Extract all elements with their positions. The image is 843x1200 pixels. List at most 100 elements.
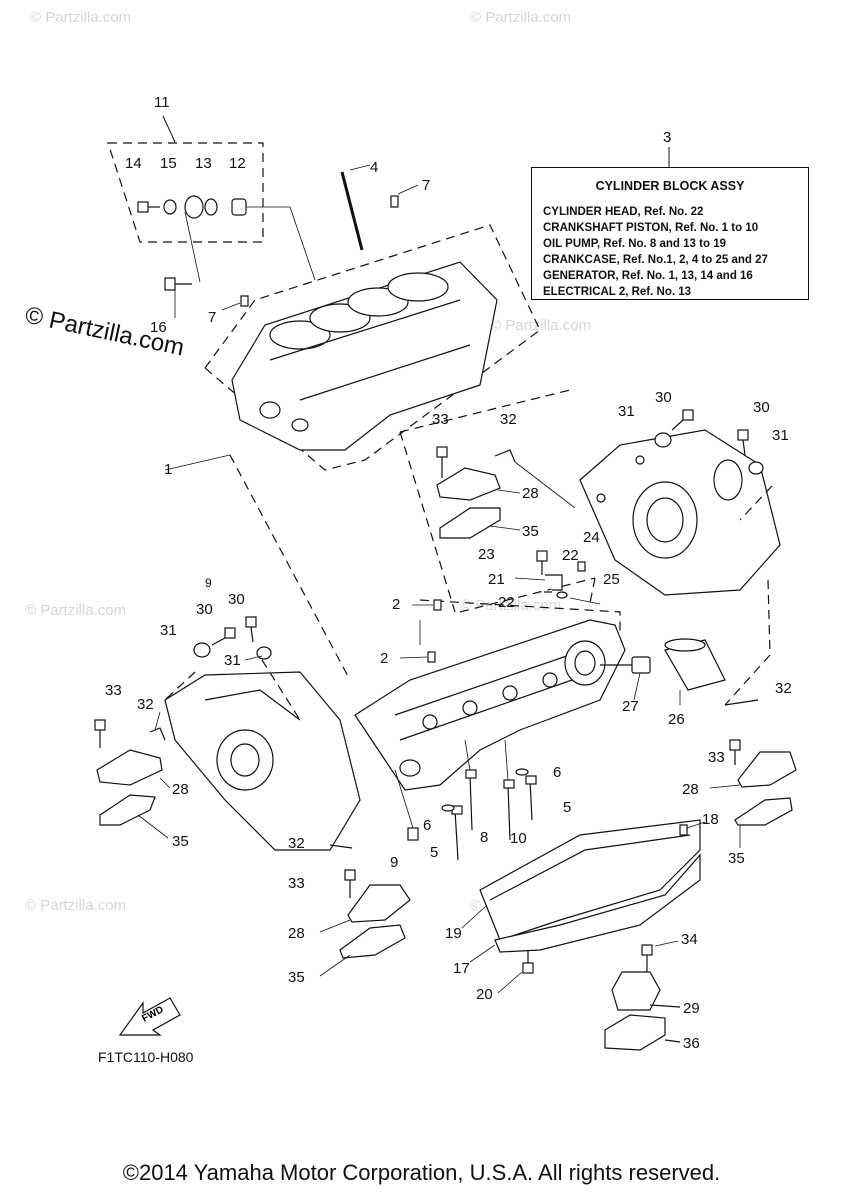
callout-label: 30 <box>228 591 245 608</box>
callout-label: 15 <box>160 155 177 172</box>
callout-label: 18 <box>702 811 719 828</box>
callout-label: 20 <box>476 986 493 1003</box>
lower-right-mount-group <box>709 699 797 848</box>
callout-label: 31 <box>160 622 177 639</box>
callout-label: 5 <box>563 799 571 816</box>
callout-label: 32 <box>500 411 517 428</box>
callout-label: 9 <box>390 854 398 871</box>
o-ring-part <box>204 198 218 216</box>
callout-label: 32 <box>288 835 305 852</box>
diagram-code: F1TC110-H080 <box>98 1049 194 1065</box>
fwd-arrow-icon: FWD <box>118 997 181 1036</box>
callout-label: 16 <box>150 319 167 336</box>
callout-label: 19 <box>445 925 462 942</box>
callout-label: 8 <box>480 829 488 846</box>
callout-label: 35 <box>288 969 305 986</box>
callout-label: 11 <box>154 94 170 111</box>
watermark: © Partzilla.com <box>470 9 571 26</box>
dowel-pin-part <box>240 295 249 307</box>
callout-label: 7 <box>422 177 430 194</box>
callout-label: 32 <box>137 696 154 713</box>
oil-pipe-group <box>514 550 601 605</box>
callout-label: 32 <box>775 680 792 697</box>
callout-label: 31 <box>618 403 635 420</box>
callout-label: 31 <box>224 652 241 669</box>
callout-label: 23 <box>478 546 495 563</box>
dowel-pin-part <box>390 195 399 208</box>
callout-label: 33 <box>288 875 305 892</box>
callout-label: 30 <box>196 601 213 618</box>
assy-line: OIL PUMP, Ref. No. 8 and 13 to 19 <box>543 238 726 250</box>
callout-label: 1 <box>164 461 172 478</box>
callout-label: 28 <box>288 925 305 942</box>
callout-label: 6 <box>553 764 561 781</box>
watermark: © Partzilla.com <box>490 317 591 334</box>
watermark: © Partzilla.com <box>25 602 126 619</box>
callout-label: 34 <box>681 931 698 948</box>
callout-label: 25 <box>603 571 620 588</box>
oil-pan-part <box>479 819 706 974</box>
copyright-notice: ©2014 Yamaha Motor Corporation, U.S.A. A… <box>122 1160 721 1185</box>
callout-label: 24 <box>583 529 600 546</box>
assy-line: GENERATOR, Ref. No. 1, 13, 14 and 16 <box>543 270 753 282</box>
callout-label: 14 <box>125 155 142 172</box>
right-upper-group <box>399 389 596 613</box>
plug-part <box>231 198 247 216</box>
assy-line: CYLINDER HEAD, Ref. No. 22 <box>543 206 704 218</box>
callout-label: 33 <box>708 749 725 766</box>
bottom-mount-part <box>604 944 681 1051</box>
callout-label: 30 <box>655 389 672 406</box>
bolt-part <box>137 201 160 213</box>
oil-filter-part <box>600 638 726 705</box>
assy-line: CRANKCASE, Ref. No.1, 2, 4 to 25 and 27 <box>543 254 768 266</box>
callout-label: 28 <box>172 781 189 798</box>
generator-cover-left-part <box>94 616 361 851</box>
watermark: © Partzilla.com <box>30 9 131 26</box>
assy-line: CRANKSHAFT PISTON, Ref. No. 1 to 10 <box>543 222 759 234</box>
callout-label: 13 <box>195 155 212 172</box>
callout-label: 2 <box>392 596 400 613</box>
bolt-16-part <box>164 277 192 318</box>
callout-label: 35 <box>728 850 745 867</box>
callout-label: 5 <box>430 844 438 861</box>
callout-label: 22 <box>498 594 515 611</box>
callout-label: 28 <box>682 781 699 798</box>
assy-lines: CYLINDER HEAD, Ref. No. 22 CRANKSHAFT PI… <box>532 204 808 300</box>
callout-label: 35 <box>172 833 189 850</box>
lower-left-mount-group <box>319 844 411 977</box>
stud-4-part <box>340 164 371 251</box>
callout-label: 2 <box>380 650 388 667</box>
callout-label: 10 <box>510 830 527 847</box>
callout-label: 33 <box>105 682 122 699</box>
assy-title: CYLINDER BLOCK ASSY <box>595 179 745 193</box>
callout-label: 21 <box>488 571 505 588</box>
callout-label: 33 <box>432 411 449 428</box>
callout-label: 17 <box>453 960 470 977</box>
callout-label: 27 <box>622 698 639 715</box>
callout-label: 4 <box>370 159 378 176</box>
washer-part <box>163 199 177 215</box>
upper-crankcase-part <box>164 224 541 681</box>
callout-label: 29 <box>683 1000 700 1017</box>
callout-label: 12 <box>229 155 246 172</box>
callout-label: 6 <box>423 817 431 834</box>
lower-crankcase-part <box>354 599 626 791</box>
callout-label: 7 <box>208 309 216 326</box>
callout-label: 35 <box>522 523 539 540</box>
callout-label: 36 <box>683 1035 700 1052</box>
generator-cover-right-part <box>579 409 781 706</box>
assy-line: ELECTRICAL 2, Ref. No. 13 <box>543 286 692 298</box>
callout-label: 9 <box>205 576 212 590</box>
cylinder-block-assy-box: CYLINDER BLOCK ASSY CYLINDER HEAD, Ref. … <box>531 167 809 300</box>
bracket-11 <box>107 115 316 283</box>
callout-labels: 11 14 15 13 12 4 7 16 7 1 3 33 32 28 35 … <box>105 94 792 1052</box>
watermark: © Partzilla.com <box>25 897 126 914</box>
callout-label: 31 <box>772 427 789 444</box>
callout-label: 30 <box>753 399 770 416</box>
callout-label: 22 <box>562 547 579 564</box>
seal-part <box>184 195 204 219</box>
callout-label: 26 <box>668 711 685 728</box>
callout-label: 3 <box>663 129 671 146</box>
